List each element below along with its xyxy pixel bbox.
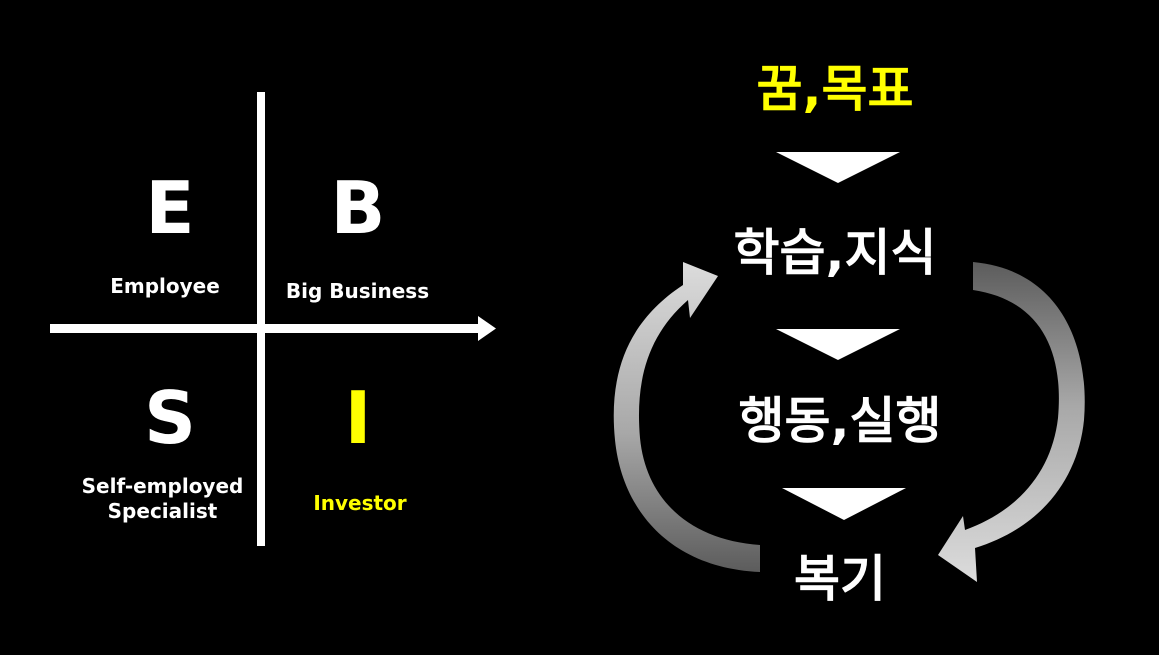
- down-triangle-icon-1: [776, 152, 900, 183]
- quadrant-b-letter: B: [330, 166, 386, 250]
- quadrant-e-letter: E: [145, 166, 195, 250]
- quadrant-i-label: Investor: [313, 491, 407, 515]
- cycle-learn-label: 학습,지식: [733, 224, 937, 282]
- down-triangle-icon-3: [782, 488, 906, 520]
- quadrant-s-label: Self-employed Specialist: [65, 474, 260, 524]
- cycle-goal-label: 꿈,목표: [756, 60, 914, 118]
- cycle-arrow-right-icon: [938, 262, 1085, 582]
- quadrant-i-letter: I: [344, 376, 372, 460]
- quadrant-s-letter: S: [144, 376, 196, 460]
- horizontal-axis: [50, 324, 480, 333]
- down-triangle-icon-2: [776, 329, 900, 360]
- cycle-arrow-left-icon: [613, 262, 760, 572]
- quadrant-s-label-line1: Self-employed: [81, 474, 244, 498]
- cycle-act-label: 행동,실행: [738, 392, 942, 450]
- vertical-axis: [257, 92, 265, 546]
- cycle-review-label: 복기: [794, 550, 886, 608]
- quadrant-e-label: Employee: [110, 274, 220, 298]
- quadrant-b-label: Big Business: [285, 279, 430, 303]
- quadrant-s-label-line2: Specialist: [107, 499, 218, 523]
- horizontal-axis-arrowhead-icon: [478, 316, 496, 341]
